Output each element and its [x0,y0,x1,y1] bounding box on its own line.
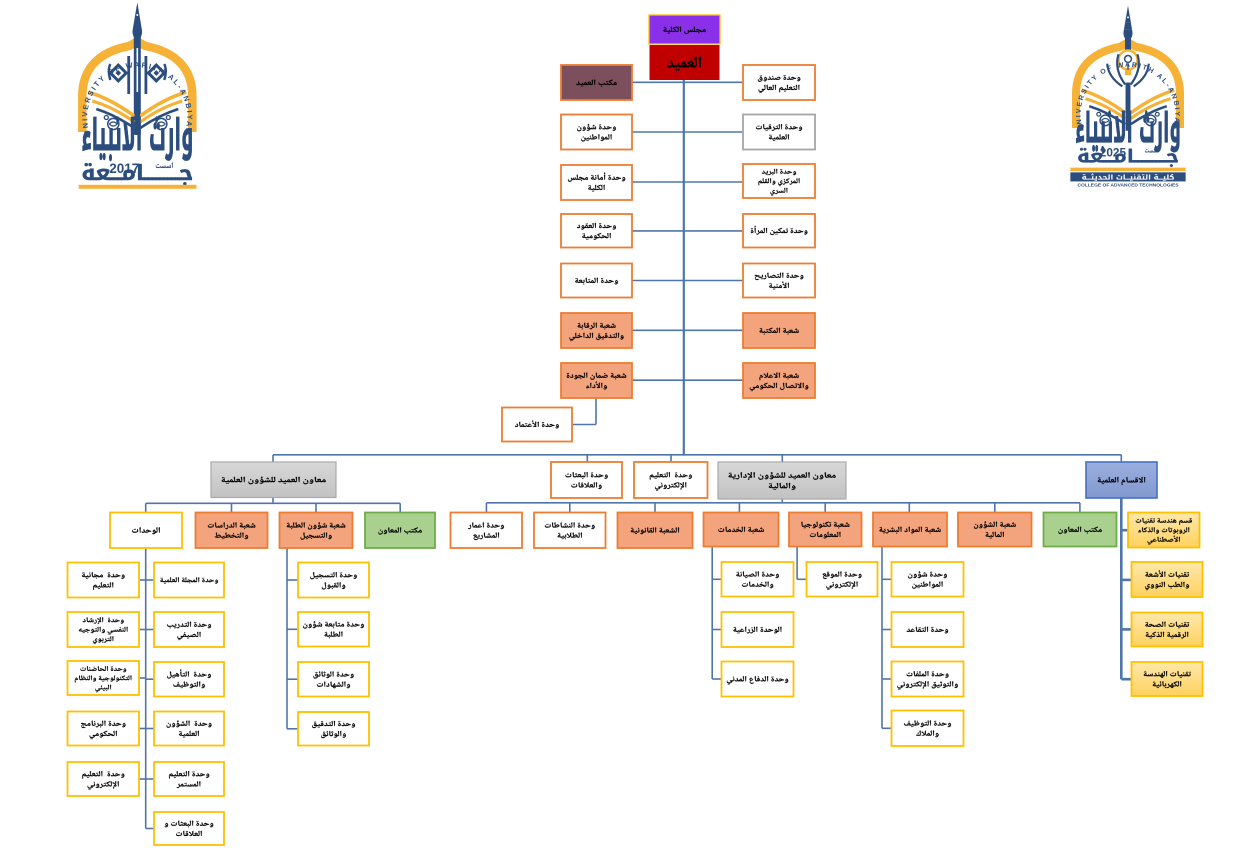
svg-text:COLLEGE OF ADVANCED TECHNOLOGI: COLLEGE OF ADVANCED TECHNOLOGIES [1077,183,1179,189]
svg-text:2017: 2017 [109,161,139,176]
svg-text:2025: 2025 [1100,145,1127,159]
